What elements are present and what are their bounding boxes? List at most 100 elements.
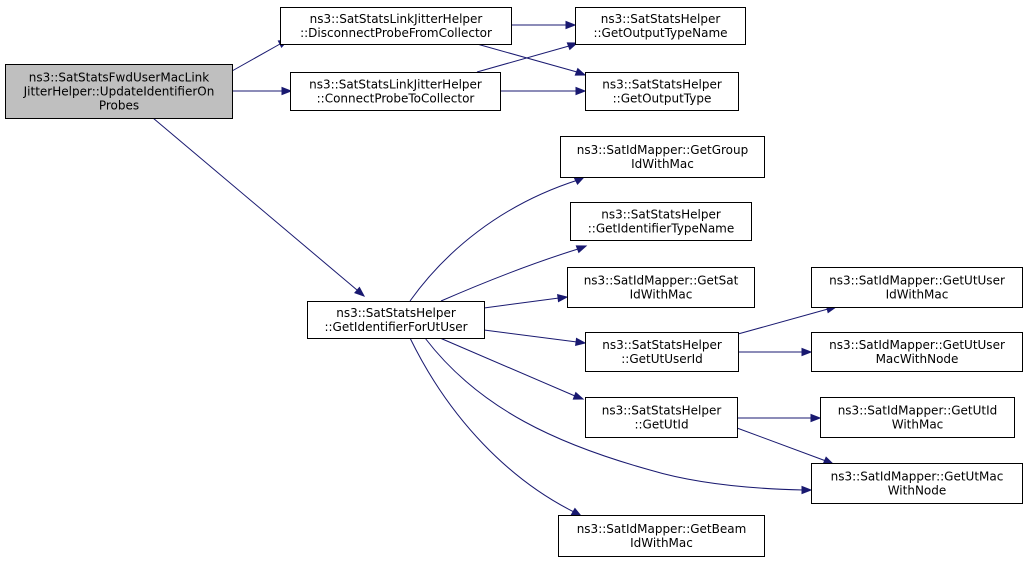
node-label-line: ns3::SatIdMapper::GetUtUser [829,274,1005,288]
node-label-line: ns3::SatStatsHelper [602,78,722,92]
edge-utId-to-utIdMac [737,413,822,423]
node-box [820,397,1015,438]
edge-line [152,117,358,291]
edge-root-to-disconnect [231,39,290,72]
node-box [575,7,746,45]
edge-root-to-connect [232,86,293,96]
edge-getIdUtUser-to-utUserId [483,329,587,347]
node-label-line: JitterHelper::UpdateIdentifierOn [23,85,215,99]
node-label-line: IdWithMac [630,536,693,550]
node-connect[interactable]: ns3::SatStatsLinkJitterHelper::ConnectPr… [290,72,501,111]
edge-line [736,427,827,462]
edge-utId-to-utMacNode [736,427,835,465]
arrowhead-icon [570,507,583,517]
arrowhead-icon [575,337,587,347]
nodes-layer: ns3::SatStatsFwdUserMacLinkJitterHelper:… [5,7,1023,557]
node-box [5,64,233,119]
node-label-line: ::GetUtUserId [621,352,702,366]
node-box [560,136,765,178]
arrowhead-icon [801,485,813,495]
arrowhead-icon [354,286,366,297]
node-label-line: ::GetUtId [634,418,688,432]
edge-getIdUtUser-to-satIdMac [483,293,569,309]
node-outType[interactable]: ns3::SatStatsHelper::GetOutputType [585,72,739,111]
node-label-line: ::DisconnectProbeFromCollector [300,26,492,40]
node-box [585,332,739,372]
node-label-line: ns3::SatStatsLinkJitterHelper [310,12,483,26]
edges-layer [152,20,838,517]
node-label-line: WithMac [892,418,944,432]
node-getIdUtUser[interactable]: ns3::SatStatsHelper::GetIdentifierForUtU… [307,301,485,339]
node-label-line: Probes [99,99,139,113]
node-label-line: ns3::SatStatsHelper [602,404,722,418]
node-label-line: IdWithMac [630,288,693,302]
edge-disconnect-to-outTypeName [511,20,577,30]
arrowhead-icon [565,20,577,30]
arrowhead-icon [573,176,586,186]
edge-line [476,45,570,73]
node-label-line: ns3::SatStatsHelper [336,306,456,320]
node-box [567,267,755,308]
node-box [811,332,1023,372]
arrowhead-icon [575,245,588,254]
node-label-line: ns3::SatStatsHelper [601,208,721,222]
node-box [558,515,765,557]
node-outTypeName[interactable]: ns3::SatStatsHelper::GetOutputTypeName [575,7,746,45]
node-label-line: ns3::SatStatsHelper [602,338,722,352]
arrowhead-icon [281,86,293,96]
node-box [585,397,738,438]
node-label-line: ns3::SatIdMapper::GetGroup [577,143,748,157]
edge-line [231,43,281,72]
node-label-line: WithNode [888,484,947,498]
edge-getIdUtUser-to-beamIdMac [409,337,583,517]
node-box [811,267,1023,308]
node-label-line: ::GetOutputType [613,92,712,106]
edge-getIdUtUser-to-groupIdMac [409,176,586,302]
arrowhead-icon [572,391,585,400]
node-label-line: ::GetOutputTypeName [593,26,727,40]
node-label-line: ::ConnectProbeToCollector [317,92,475,106]
edge-connect-to-outTypeName [476,42,579,73]
node-box [811,463,1023,504]
node-label-line: ns3::SatIdMapper::GetSat [584,274,739,288]
node-label-line: ns3::SatStatsHelper [601,12,721,26]
edge-root-to-getIdUtUser [152,117,366,297]
node-label-line: ::GetIdentifierForUtUser [324,320,467,334]
node-label-line: ::GetIdentifierTypeName [588,222,735,236]
node-box [307,301,485,339]
edge-disconnect-to-outType [476,43,587,76]
arrowhead-icon [557,293,569,303]
node-label-line: ns3::SatStatsLinkJitterHelper [309,78,482,92]
edge-utUserId-to-utUserMacNode [738,347,813,357]
node-idTypeName[interactable]: ns3::SatStatsHelper::GetIdentifierTypeNa… [570,202,752,241]
node-label-line: ns3::SatIdMapper::GetUtId [838,404,998,418]
edge-getIdUtUser-to-idTypeName [440,245,588,302]
edge-line [439,337,576,397]
edge-getIdUtUser-to-utMacNode [424,337,813,495]
node-label-line: IdWithMac [886,288,949,302]
node-utUserId[interactable]: ns3::SatStatsHelper::GetUtUserId [585,332,739,372]
node-disconnect[interactable]: ns3::SatStatsLinkJitterHelper::Disconnec… [280,7,512,45]
node-label-line: IdWithMac [631,157,694,171]
node-label-line: MacWithNode [876,352,959,366]
edge-line [424,337,804,491]
arrowhead-icon [575,86,587,96]
node-label-line: ns3::SatIdMapper::GetUtUser [829,338,1005,352]
node-root[interactable]: ns3::SatStatsFwdUserMacLinkJitterHelper:… [5,64,233,119]
edge-getIdUtUser-to-utId [439,337,585,400]
node-utId[interactable]: ns3::SatStatsHelper::GetUtId [585,397,738,438]
node-label-line: ns3::SatStatsFwdUserMacLink [29,71,210,85]
edge-line [483,297,560,309]
node-label-line: ns3::SatIdMapper::GetUtMac [831,470,1004,484]
edge-line [483,329,578,343]
arrowhead-icon [801,347,813,357]
node-box [585,72,739,111]
